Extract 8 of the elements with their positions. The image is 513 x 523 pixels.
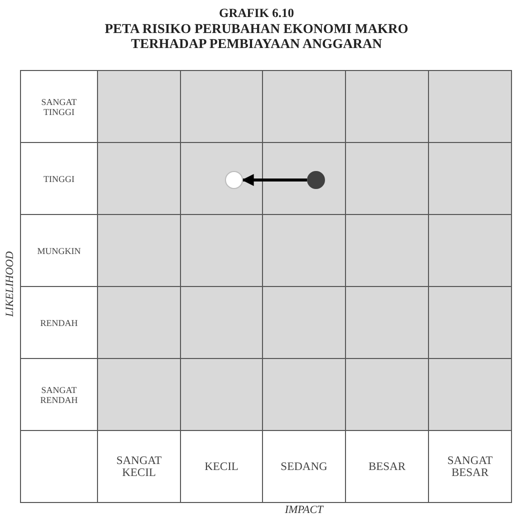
risk-marker [307, 171, 325, 189]
figure-number: GRAFIK 6.10 [218, 6, 295, 21]
chart-title: PETA RISIKO PERUBAHAN EKONOMI MAKRO TERHADAP PEMBIAYAAN ANGGARAN [104, 21, 410, 51]
axis-title: IMPACT [284, 504, 325, 516]
column-header: SANGAT BESAR [428, 430, 512, 503]
arrow [242, 174, 307, 186]
risk-marker [225, 171, 243, 189]
axis-title: LIKELIHOOD [4, 250, 16, 319]
